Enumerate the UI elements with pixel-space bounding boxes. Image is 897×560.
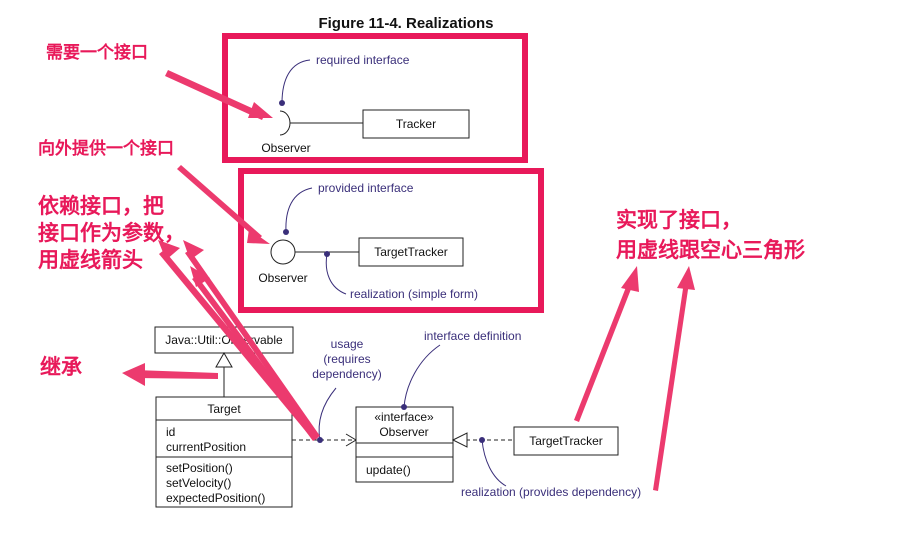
tracker-box (362, 109, 470, 139)
realization-provides-dot (479, 437, 485, 443)
observer-interface-box (355, 406, 454, 483)
interface-definition-dot (401, 404, 407, 410)
target-tracker-label-mid: TargetTracker (374, 245, 448, 259)
observer-label-top: Observer (261, 141, 310, 155)
target-class-box (155, 396, 293, 508)
provided-interface-dot (283, 229, 289, 235)
arrow-depend-interface-3 (192, 276, 318, 441)
observer-label-mid: Observer (258, 271, 307, 285)
arrow-implement-1 (574, 282, 633, 422)
interface-stereotype: «interface» (374, 410, 434, 424)
annotation-depend-interface-line: 接口作为参数， (38, 221, 185, 245)
annotation-arrows (122, 70, 695, 491)
arrowhead-need-interface (248, 102, 273, 118)
required-interface-leader (281, 59, 311, 104)
usage-leader (318, 387, 337, 441)
figure-title: Figure 11-4. Realizations (318, 15, 493, 32)
arrowhead-depend-interface (158, 240, 180, 260)
provided-interface-leader (285, 187, 313, 233)
arrowhead-inherit (122, 363, 145, 386)
target-class-name: Target (207, 402, 241, 416)
provided-interface-lollipop (270, 239, 296, 265)
realization-provides-leader (481, 439, 507, 487)
annotation-implement-line: 用虚线跟空心三角形 (616, 238, 805, 262)
arrowhead-implement-1 (621, 266, 639, 292)
annotation-labels: 需要一个接口 向外提供一个接口 依赖接口，把 接口作为参数， 用虚线箭头 继承 … (38, 42, 805, 379)
required-interface-socket (279, 110, 291, 136)
required-interface-diagram: Tracker Observer required interface (222, 33, 528, 163)
arrow-depend-interface-2 (185, 250, 320, 439)
target-tracker-label-bottom: TargetTracker (529, 434, 603, 448)
target-operation: setVelocity() (166, 476, 231, 490)
arrow-inherit (135, 370, 218, 379)
required-interface-dot (279, 100, 285, 106)
usage-note-line: (requires (323, 352, 370, 366)
highlight-frame-mid (238, 168, 544, 313)
required-interface-note: required interface (316, 53, 410, 67)
arrowhead-depend-interface-2 (183, 240, 204, 260)
arrowhead-provide-interface (247, 229, 270, 244)
arrow-need-interface (165, 70, 265, 120)
arrowhead-depend-interface-3 (190, 266, 210, 287)
observable-class-label: Java::Util::Observable (165, 333, 283, 347)
arrow-provide-interface (177, 165, 262, 240)
arrowhead-implement-2 (677, 266, 695, 290)
annotation-need-interface: 需要一个接口 (46, 42, 148, 63)
target-operation: setPosition() (166, 461, 233, 475)
target-tracker-box-mid (358, 237, 464, 267)
interface-definition-leader (403, 344, 441, 408)
target-operation: expectedPosition() (166, 491, 265, 505)
interface-name: Observer (379, 425, 428, 439)
annotation-depend-interface-line: 用虚线箭头 (38, 248, 143, 272)
provided-interface-note: provided interface (318, 181, 414, 195)
target-attribute: currentPosition (166, 440, 246, 454)
interface-definition-note: interface definition (424, 329, 521, 343)
provided-interface-diagram: TargetTracker Observer provided interfac… (238, 168, 544, 313)
realization-class-diagram: Java::Util::Observable Target id current… (154, 326, 641, 508)
target-attribute: id (166, 425, 175, 439)
usage-note-line: usage (331, 337, 364, 351)
realization-simple-leader (325, 253, 347, 295)
realization-simple-dot (324, 251, 330, 257)
usage-note-line: dependency) (312, 367, 381, 381)
inheritance-triangle (215, 351, 233, 368)
annotation-provide-interface: 向外提供一个接口 (38, 138, 174, 159)
annotation-depend-interface-line: 依赖接口，把 (38, 194, 164, 218)
realization-hollow-triangle (451, 432, 468, 448)
tracker-label: Tracker (396, 117, 436, 131)
interface-operation: update() (366, 463, 411, 477)
target-tracker-box-bottom (513, 426, 619, 456)
annotation-inherit: 继承 (40, 355, 82, 379)
realization-simple-note: realization (simple form) (350, 287, 478, 301)
usage-dot (317, 437, 323, 443)
annotation-implement-line: 实现了接口， (616, 208, 742, 232)
realization-provides-note: realization (provides dependency) (461, 485, 641, 499)
arrow-implement-2 (653, 282, 689, 491)
